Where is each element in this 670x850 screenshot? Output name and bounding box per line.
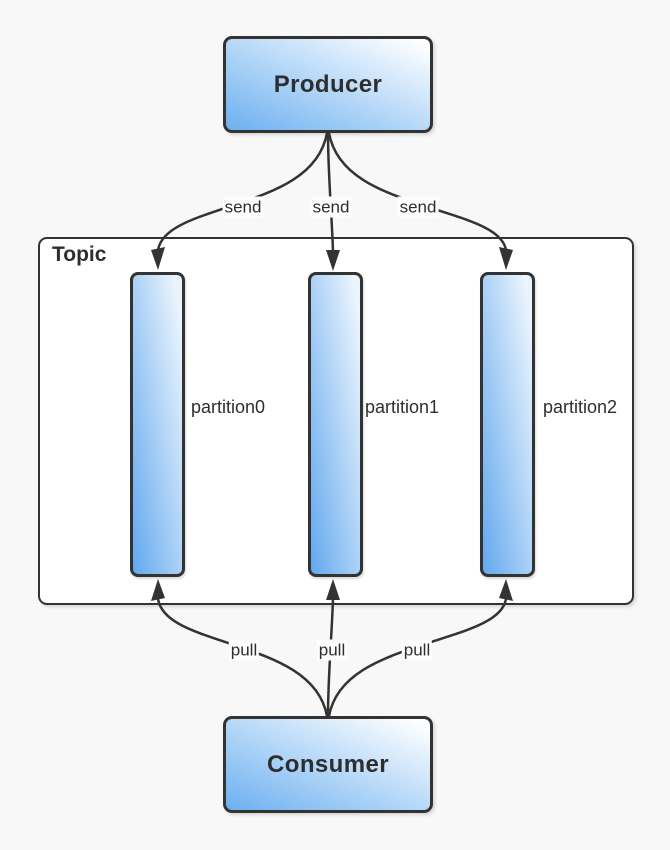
producer-node: Producer [223, 36, 433, 133]
partition0-label: partition0 [191, 397, 266, 417]
partition2-label: partition2 [543, 397, 618, 417]
send-edge-middle [326, 131, 335, 254]
consumer-label: Consumer [267, 750, 389, 778]
partition1-label: partition1 [365, 397, 440, 417]
topic-label: Topic [52, 243, 107, 266]
partition2-bar [480, 272, 535, 577]
pull-edge-label-left: pull [228, 639, 260, 661]
producer-label: Producer [273, 70, 383, 98]
send-edge-label-right: send [397, 196, 439, 218]
pull-edge-label-middle: pull [316, 639, 348, 661]
pull-edge-label-right: pull [401, 639, 433, 661]
send-edge-left [156, 131, 329, 252]
send-edge-label-middle: send [310, 196, 352, 218]
send-edge-label-left: send [222, 196, 264, 218]
send-edge-right [327, 131, 508, 252]
partition1-bar [308, 272, 363, 577]
partition0-bar [130, 272, 185, 577]
consumer-node: Consumer [223, 716, 433, 813]
